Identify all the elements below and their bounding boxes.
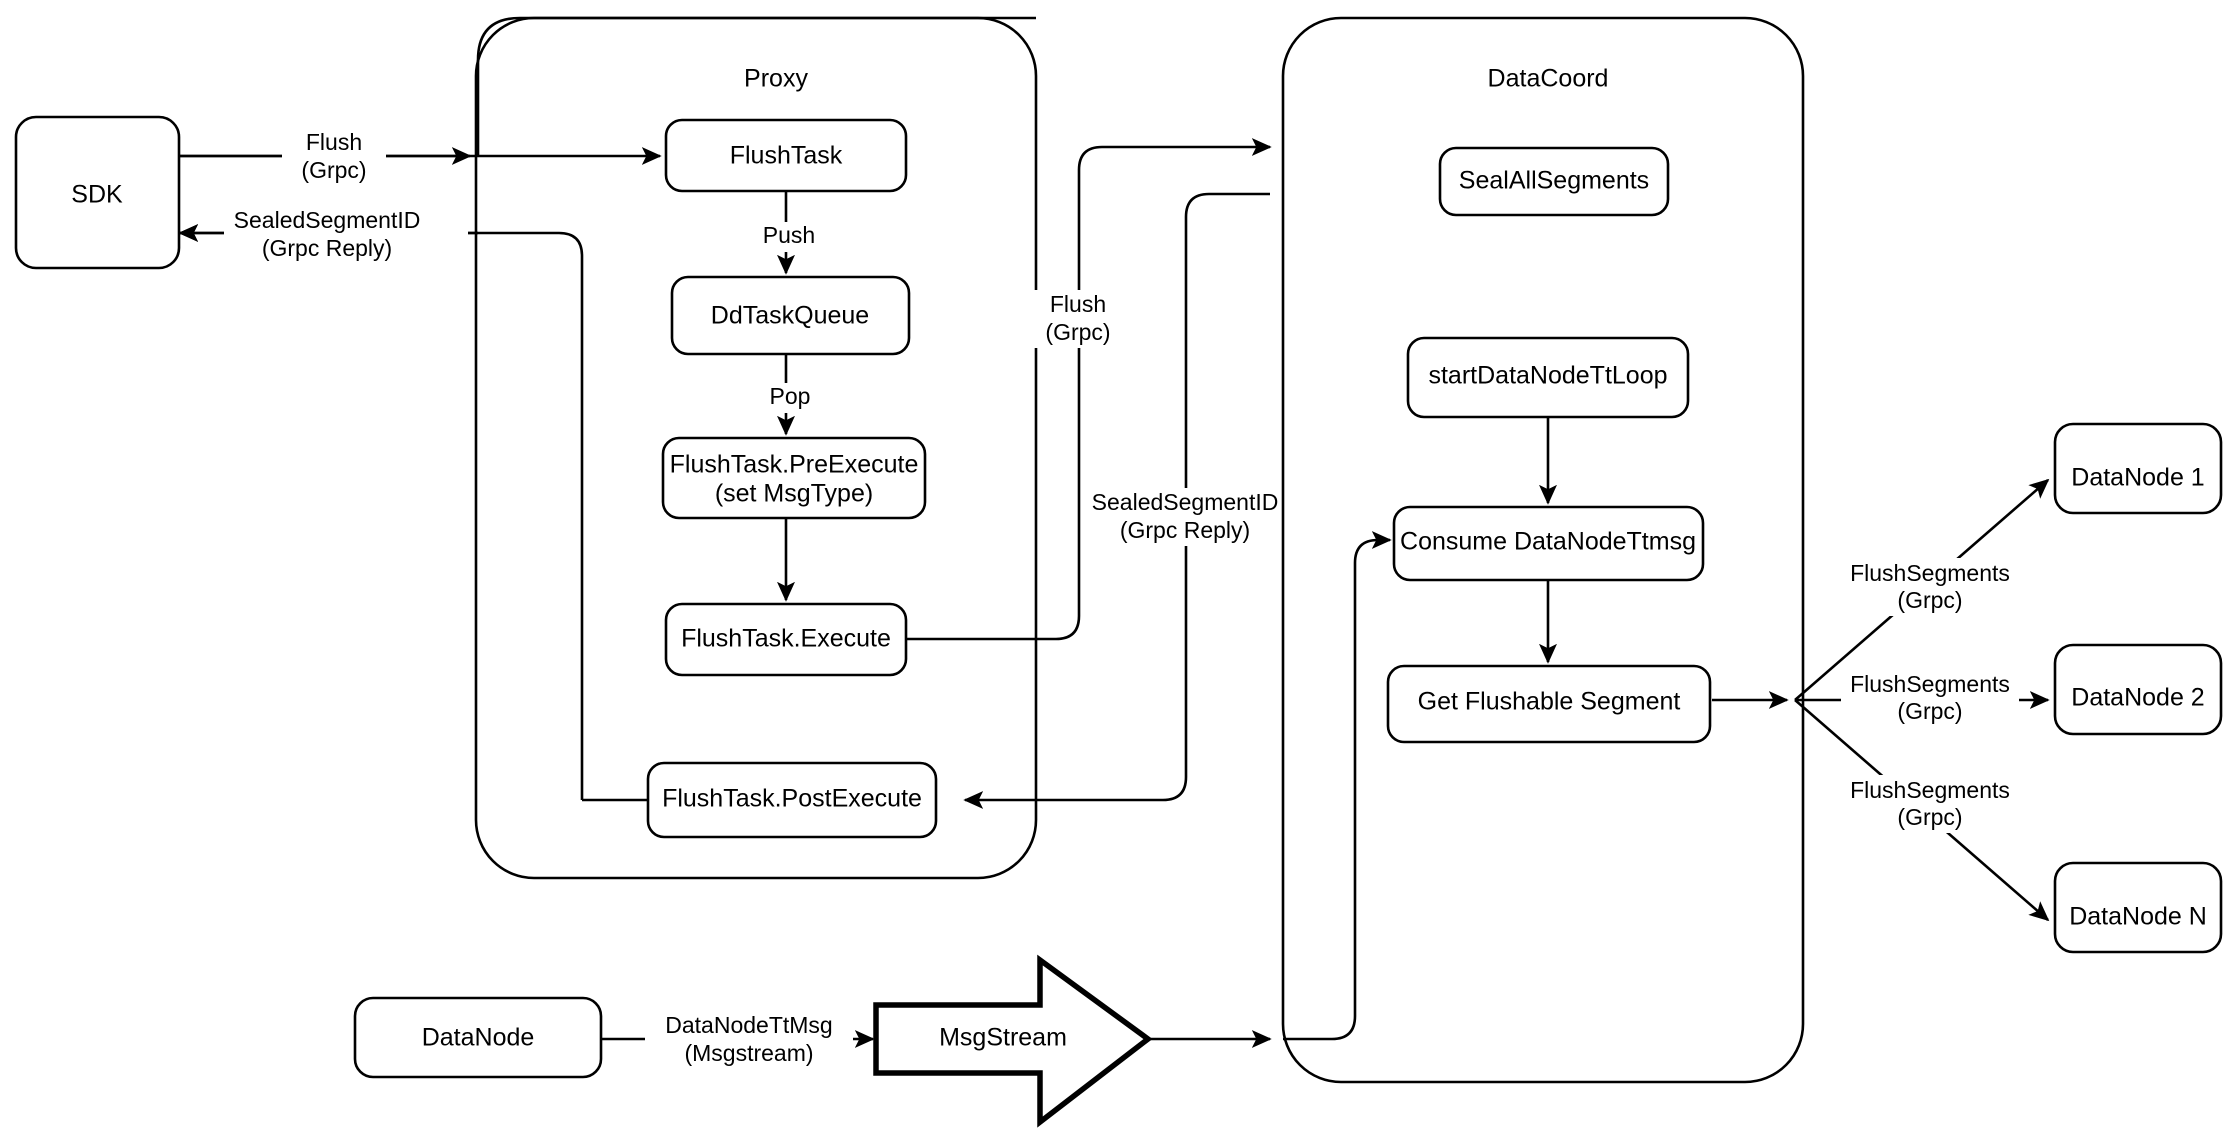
label-bg-pop <box>758 383 822 413</box>
node-start-datanode-tt-loop[interactable]: startDataNodeTtLoop <box>1406 336 1690 419</box>
datanode2-box[interactable] <box>2053 643 2223 736</box>
label-bg-sealedsegmentid-sdk <box>224 206 468 264</box>
edge-datacoord-boundary-to-consume <box>1283 530 1392 1041</box>
sealallsegments-box[interactable] <box>1438 146 1670 217</box>
node-datanode-2[interactable]: DataNode 2 <box>2053 643 2223 736</box>
edge-execute-to-sealallsegments <box>906 137 1272 641</box>
flush-grpc-sdk-line1: Flush <box>306 129 362 155</box>
sealallsegments-label: SealAllSegments <box>1459 167 1649 195</box>
datacoord-container-title: DataCoord <box>1488 65 1609 93</box>
flushsegments-1-line1: FlushSegments <box>1850 560 2010 586</box>
label-bg-flushsegments-3 <box>1841 775 2019 833</box>
label-bg-flush-grpc-sdk <box>282 128 386 186</box>
label-bg-push <box>752 222 826 252</box>
pop-label: Pop <box>770 383 811 409</box>
edge-proxy-top-curve <box>476 16 1036 156</box>
msgstream-label: MsgStream <box>939 1024 1067 1052</box>
sealedsegmentid-mid-line2: (Grpc Reply) <box>1120 517 1250 543</box>
label-flush-grpc-sdk: Flush (Grpc) <box>282 128 386 186</box>
label-flushsegments-3: FlushSegments (Grpc) <box>1841 775 2019 833</box>
getflushable-box[interactable] <box>1386 664 1712 744</box>
getflushable-label: Get Flushable Segment <box>1418 688 1681 716</box>
node-datanode-source[interactable]: DataNode <box>353 996 603 1079</box>
sealedsegmentid-sdk-line2: (Grpc Reply) <box>262 235 392 261</box>
preexecute-label-line2: (set MsgType) <box>715 480 873 508</box>
label-bg-flush-grpc-mid <box>1026 290 1130 348</box>
label-bg-flushsegments-2 <box>1841 669 2019 727</box>
sdk-box[interactable] <box>14 115 181 270</box>
label-flushsegments-2: FlushSegments (Grpc) <box>1841 669 2019 727</box>
label-bg-sealedsegmentid-mid <box>1089 488 1281 546</box>
label-push: Push <box>752 222 826 252</box>
sealedsegmentid-sdk-line1: SealedSegmentID <box>234 207 421 233</box>
node-sdk[interactable]: SDK <box>14 115 181 270</box>
label-pop: Pop <box>758 383 822 413</box>
flushsegments-3-line2: (Grpc) <box>1897 804 1962 830</box>
datanode-source-label: DataNode <box>422 1024 535 1052</box>
datanode2-label: DataNode 2 <box>2071 684 2204 712</box>
flushsegments-3-line1: FlushSegments <box>1850 777 2010 803</box>
node-flush-task[interactable]: FlushTask <box>664 118 908 193</box>
execute-label: FlushTask.Execute <box>681 625 891 653</box>
datanoden-box[interactable] <box>2053 861 2223 954</box>
datanode-ttmsg-line1: DataNodeTtMsg <box>665 1012 832 1038</box>
ttloop-box[interactable] <box>1406 336 1690 419</box>
label-sealedsegmentid-sdk: SealedSegmentID (Grpc Reply) <box>224 206 468 264</box>
node-flushtask-execute[interactable]: FlushTask.Execute <box>664 602 908 677</box>
flushsegments-2-line1: FlushSegments <box>1850 671 2010 697</box>
ttloop-label: startDataNodeTtLoop <box>1428 362 1667 390</box>
node-flushtask-preexecute[interactable]: FlushTask.PreExecute (set MsgType) <box>661 436 927 520</box>
postexecute-box[interactable] <box>646 761 938 839</box>
flushtask-label: FlushTask <box>730 142 843 170</box>
proxy-container-title: Proxy <box>744 65 808 93</box>
node-datanode-1[interactable]: DataNode 1 <box>2053 422 2223 515</box>
datanode-ttmsg-line2: (Msgstream) <box>684 1040 813 1066</box>
label-flush-grpc-mid: Flush (Grpc) <box>1026 290 1130 348</box>
node-msgstream[interactable]: MsgStream <box>873 954 1153 1128</box>
flush-grpc-mid-line1: Flush <box>1050 291 1106 317</box>
preexecute-label-line1: FlushTask.PreExecute <box>670 451 919 479</box>
datanode1-box[interactable] <box>2053 422 2223 515</box>
node-dd-task-queue[interactable]: DdTaskQueue <box>670 275 911 356</box>
flushtask-box[interactable] <box>664 118 908 193</box>
flushsegments-1-line2: (Grpc) <box>1897 587 1962 613</box>
label-bg-datanode-ttmsg <box>645 1011 853 1069</box>
consume-label: Consume DataNodeTtmsg <box>1400 528 1696 556</box>
label-bg-flushsegments-1 <box>1841 558 2019 616</box>
flush-grpc-mid-line2: (Grpc) <box>1045 319 1110 345</box>
node-consume-datanode-ttmsg[interactable]: Consume DataNodeTtmsg <box>1392 505 1705 582</box>
node-datanode-n[interactable]: DataNode N <box>2053 861 2223 954</box>
msgstream-arrow-shape[interactable] <box>873 954 1153 1128</box>
datanoden-label: DataNode N <box>2069 903 2207 931</box>
execute-box[interactable] <box>664 602 908 677</box>
datanode1-label: DataNode 1 <box>2071 464 2204 492</box>
edge-postexecute-to-sdk <box>178 223 584 800</box>
consume-box[interactable] <box>1392 505 1705 582</box>
label-flushsegments-1: FlushSegments (Grpc) <box>1841 558 2019 616</box>
push-label: Push <box>763 222 815 248</box>
ddtaskqueue-label: DdTaskQueue <box>711 302 869 330</box>
node-get-flushable-segment[interactable]: Get Flushable Segment <box>1386 664 1712 744</box>
flush-grpc-sdk-line2: (Grpc) <box>301 157 366 183</box>
node-flushtask-postexecute[interactable]: FlushTask.PostExecute <box>646 761 938 839</box>
datanode-source-box[interactable] <box>353 996 603 1079</box>
postexecute-label: FlushTask.PostExecute <box>662 785 922 813</box>
node-seal-all-segments[interactable]: SealAllSegments <box>1438 146 1670 217</box>
label-datanode-ttmsg: DataNodeTtMsg (Msgstream) <box>645 1011 853 1069</box>
sdk-label: SDK <box>71 181 123 209</box>
preexecute-box[interactable] <box>661 436 927 520</box>
ddtaskqueue-box[interactable] <box>670 275 911 356</box>
label-sealedsegmentid-mid: SealedSegmentID (Grpc Reply) <box>1089 488 1281 546</box>
flushsegments-2-line2: (Grpc) <box>1897 698 1962 724</box>
sealedsegmentid-mid-line1: SealedSegmentID <box>1092 489 1279 515</box>
